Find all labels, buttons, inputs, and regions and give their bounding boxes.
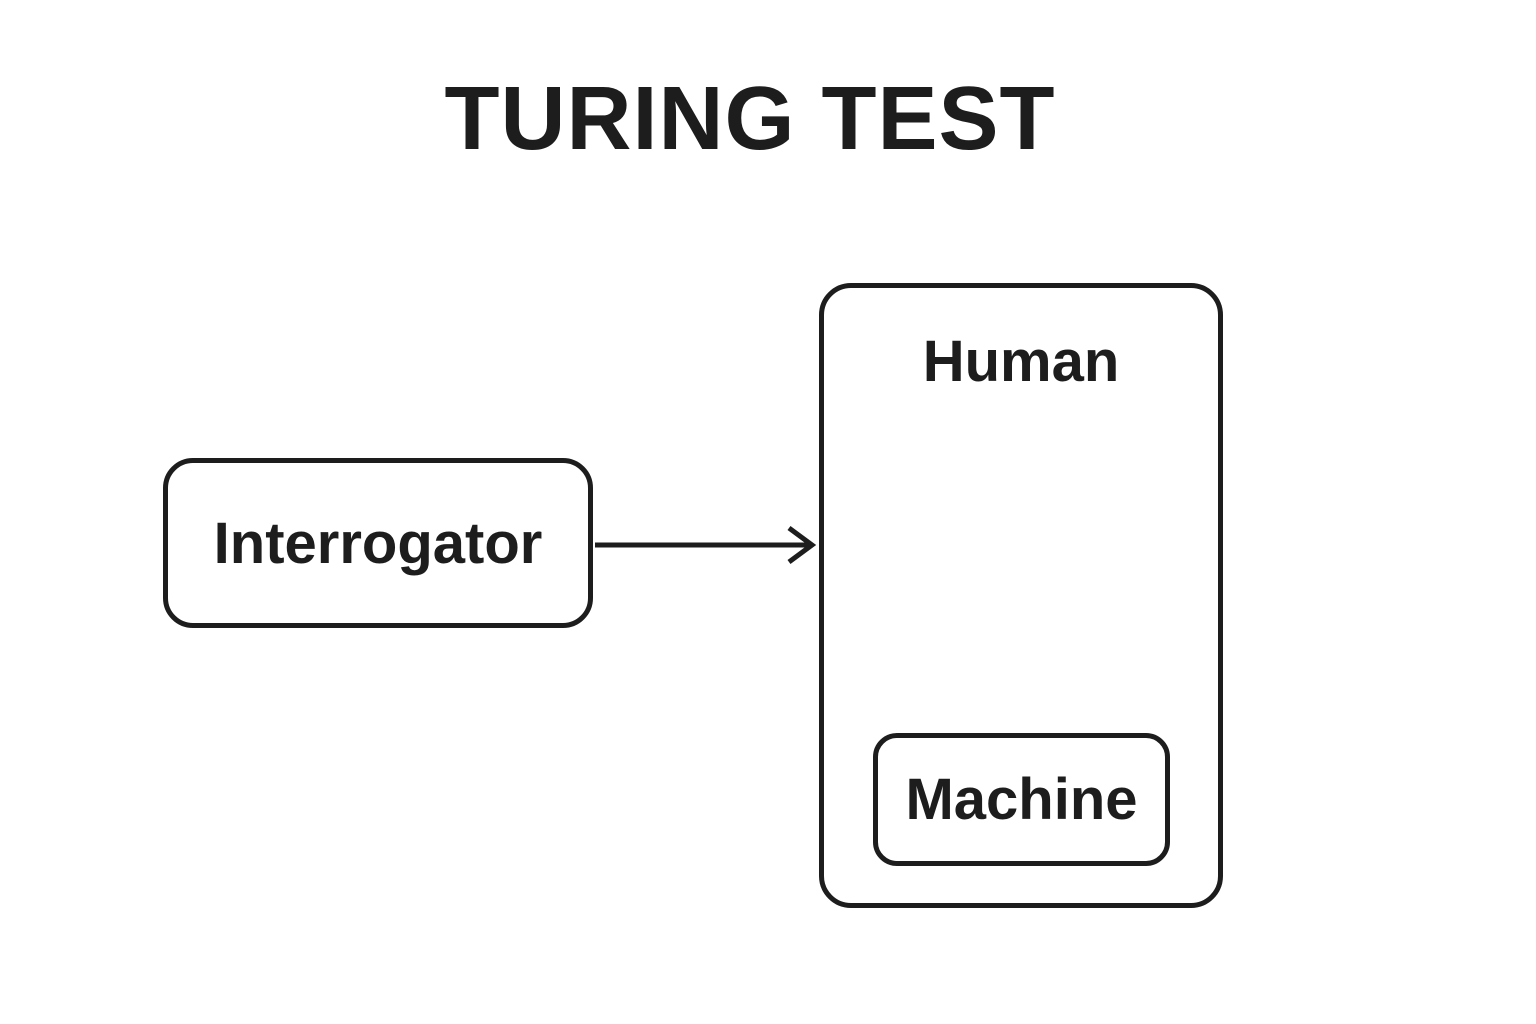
node-human-label: Human	[922, 329, 1120, 394]
node-interrogator-label: Interrogator	[213, 510, 543, 576]
node-interrogator: Interrogator	[163, 458, 593, 628]
node-machine: Machine	[873, 733, 1170, 866]
diagram-title: TURING TEST	[444, 69, 1056, 169]
node-machine-label: Machine	[905, 767, 1138, 832]
node-human: Human Machine	[819, 283, 1223, 908]
arrow-head	[787, 525, 817, 565]
